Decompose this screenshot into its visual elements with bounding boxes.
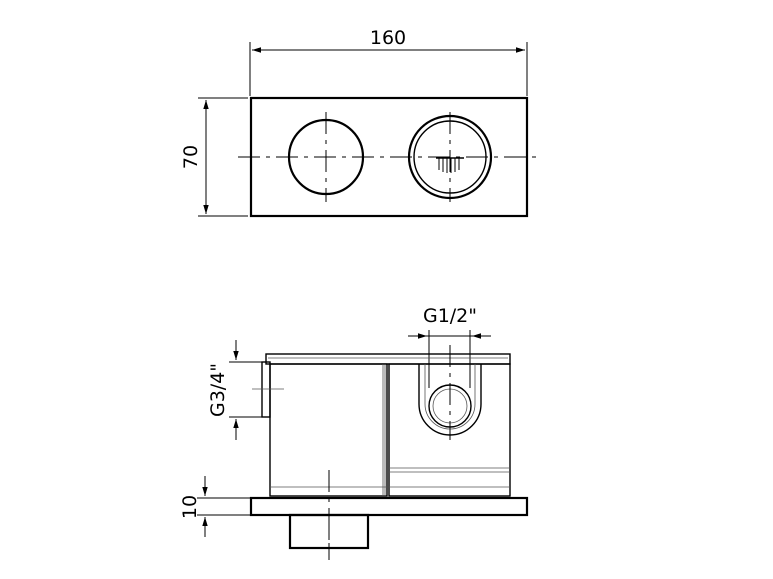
height-label: 70 [180,145,202,169]
width-label: 160 [370,27,406,49]
outlet-port [418,345,482,440]
width-dimension: 160 [249,27,528,96]
left-body-block [269,363,388,560]
inlet-thread-label: G3/4" [207,363,229,417]
left-control-knob [287,112,365,202]
shower-head-icon [436,157,464,173]
bottom-spigot [288,513,370,560]
outlet-thread-label: G1/2" [423,305,477,327]
base-thickness-dimension: 10 [179,476,250,537]
side-view: G1/2" G3/4" 10 [179,305,529,560]
base-plate [249,496,529,517]
base-thickness-label: 10 [179,495,201,519]
top-view: 160 70 [180,27,540,218]
inlet-fitting [252,361,284,418]
inlet-thread-dimension: G3/4" [207,340,266,440]
top-cap [265,353,511,365]
right-control-knob [407,112,493,202]
outlet-thread-dimension: G1/2" [408,305,491,388]
right-body-block [388,363,511,497]
height-dimension: 70 [180,97,248,217]
